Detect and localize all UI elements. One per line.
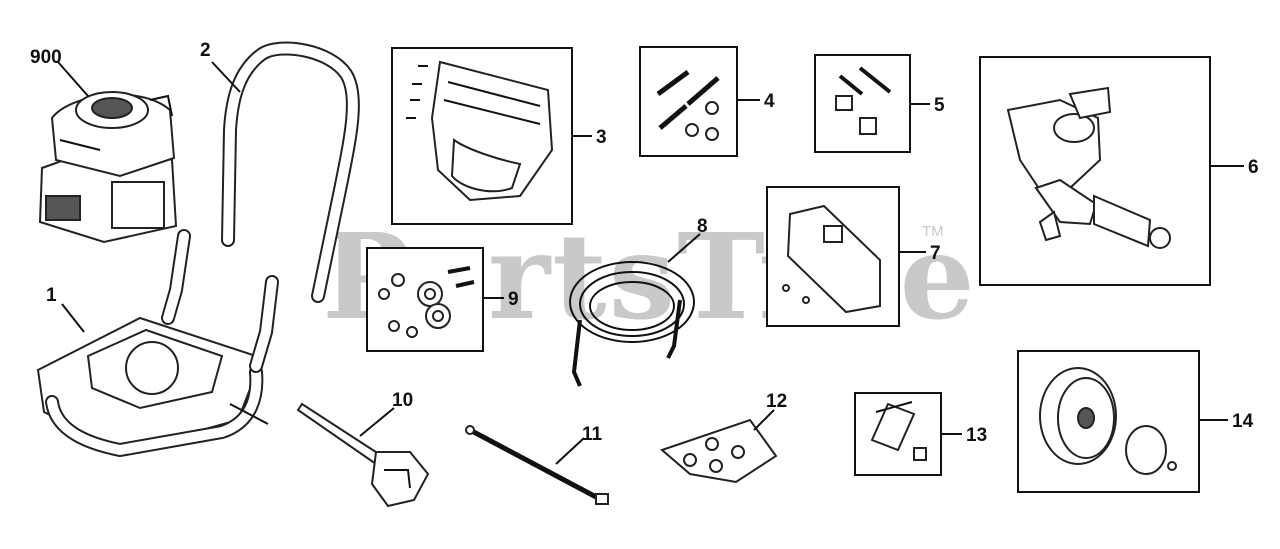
part-spray-gun-10[interactable]	[296, 402, 430, 508]
callout-2[interactable]: 2	[200, 40, 211, 61]
leader-8	[667, 233, 701, 263]
part-bracket-3[interactable]	[406, 60, 554, 202]
part-pump-6[interactable]	[1006, 86, 1171, 249]
callout-4[interactable]: 4	[764, 91, 775, 112]
part-bolts-4[interactable]	[656, 69, 720, 141]
part-box-4	[639, 46, 738, 157]
callout-9[interactable]: 9	[508, 289, 519, 310]
leader-2	[211, 61, 241, 93]
callout-10[interactable]: 10	[392, 390, 413, 411]
part-wheel-14[interactable]	[1039, 367, 1177, 475]
leader-11	[555, 437, 585, 465]
part-tank-7[interactable]	[782, 204, 881, 314]
callout-11[interactable]: 11	[582, 424, 603, 445]
callout-3[interactable]: 3	[596, 127, 607, 148]
callout-labels: 900 1 2 3 4 5 6 7 8 9 10 11 12 13 14	[30, 40, 1259, 446]
part-engine-900[interactable]	[38, 91, 178, 244]
leader-900	[57, 61, 89, 97]
part-bolts-5[interactable]	[835, 66, 892, 135]
callout-14[interactable]: 14	[1232, 411, 1254, 432]
callout-900[interactable]: 900	[30, 47, 62, 68]
part-handle-2[interactable]	[221, 41, 360, 303]
part-hose-8[interactable]	[569, 261, 695, 387]
screw-icon	[406, 65, 428, 119]
leader-1	[61, 303, 85, 333]
callout-8[interactable]: 8	[697, 216, 708, 237]
callout-7[interactable]: 7	[930, 243, 941, 264]
leader-lines	[57, 61, 1244, 465]
callout-6[interactable]: 6	[1248, 157, 1259, 178]
part-frame-1[interactable]	[36, 229, 279, 457]
leader-12	[753, 409, 775, 431]
watermark-trademark: TM	[922, 223, 944, 240]
part-nozzles-12[interactable]	[660, 418, 778, 484]
callout-13[interactable]: 13	[966, 425, 987, 446]
callout-5[interactable]: 5	[934, 95, 945, 116]
callout-12[interactable]: 12	[766, 391, 787, 412]
leader-10	[359, 407, 395, 437]
part-hardware-9[interactable]	[378, 266, 475, 338]
part-wand-11[interactable]	[465, 425, 609, 505]
part-clip-13[interactable]	[870, 401, 927, 461]
callout-1[interactable]: 1	[46, 285, 57, 306]
